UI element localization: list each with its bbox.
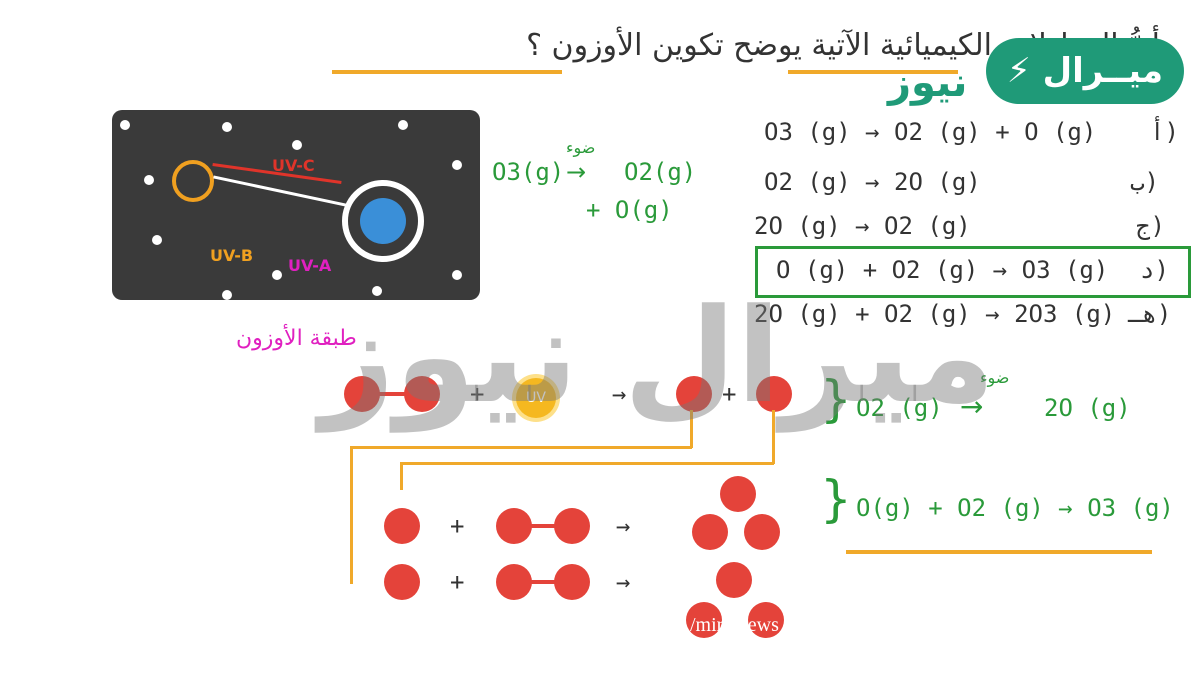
star: [398, 120, 408, 130]
star: [272, 270, 282, 280]
earth-icon: [360, 198, 406, 244]
arrow-icon: →: [566, 158, 587, 186]
arrow-icon: →: [616, 512, 631, 540]
option-equation: O2 (g) → 2O (g): [764, 168, 981, 196]
oxygen-atom: [676, 376, 712, 412]
connector-line: [690, 410, 693, 448]
underline: [846, 550, 1152, 554]
step2-equation: O(g) + O2 (g) → O3 (g): [856, 494, 1174, 522]
star: [452, 270, 462, 280]
star: [222, 290, 232, 300]
option-letter[interactable]: ب): [1130, 168, 1159, 196]
logo-text: ميــرال: [1042, 51, 1164, 91]
space-diagram: UV-C UV-B UV-A: [112, 110, 480, 300]
oxygen-atom: [554, 564, 590, 600]
plus-sign: +: [722, 380, 737, 408]
option-equation: O (g) + O2 (g) → O3 (g): [776, 256, 1109, 284]
ozone-atom: [748, 602, 784, 638]
ozone-layer-ring: [342, 180, 424, 262]
ozone-atom: [744, 514, 780, 550]
step1-left: O2 (g): [856, 394, 943, 422]
double-bond: [370, 392, 410, 396]
highlight-underline: [332, 70, 562, 74]
option-letter[interactable]: أ): [1150, 118, 1179, 146]
star: [152, 235, 162, 245]
connector-line: [350, 446, 692, 449]
lightning-icon: ⚡: [1006, 51, 1031, 91]
star: [222, 122, 232, 132]
option-equation: 2O (g) + O2 (g) → 2O3 (g): [754, 300, 1116, 328]
oxygen-atom: [554, 508, 590, 544]
star: [144, 175, 154, 185]
option-letter[interactable]: ج): [1136, 212, 1165, 240]
photolysis-product: O2(g): [624, 158, 697, 186]
photolysis-reactant: O3(g): [492, 158, 565, 186]
double-bond: [520, 524, 560, 528]
step1-right: 2O (g): [1044, 394, 1131, 422]
highlight-underline: [788, 70, 958, 74]
connector-line: [400, 462, 403, 490]
watermark-url: /miralnews: [690, 614, 779, 636]
ozone-atom: [686, 602, 722, 638]
option-equation: O3 (g) → O2 (g) + O (g): [764, 118, 1097, 146]
light-condition: ضوء: [566, 138, 596, 157]
star: [372, 286, 382, 296]
arrow-icon: →: [616, 568, 631, 596]
correct-answer-box: [755, 246, 1191, 298]
ozone-layer-label: طبقة الأوزون: [236, 326, 357, 351]
option-equation: 2O (g) → O2 (g): [754, 212, 971, 240]
brace: }: [820, 470, 852, 528]
uv-sun-icon: UV: [516, 378, 556, 418]
star: [292, 140, 302, 150]
connector-line: [350, 446, 353, 584]
oxygen-atom: [404, 376, 440, 412]
arrow-icon: →: [960, 390, 984, 423]
uvc-label: UV-C: [272, 156, 315, 175]
connector-line: [400, 462, 774, 465]
uva-label: UV-A: [288, 256, 332, 275]
star: [120, 120, 130, 130]
brace: }: [820, 370, 852, 428]
arrow-icon: →: [612, 380, 627, 408]
oxygen-atom: [384, 508, 420, 544]
light-condition: ضوء: [980, 368, 1010, 387]
oxygen-atom: [756, 376, 792, 412]
plus-sign: +: [470, 380, 485, 408]
plus-sign: +: [450, 512, 465, 540]
sun-icon: [172, 160, 214, 202]
ozone-atom: [692, 514, 728, 550]
star: [452, 160, 462, 170]
ozone-atom: [720, 476, 756, 512]
uvb-label: UV-B: [210, 246, 254, 265]
photolysis-product: + O(g): [586, 196, 673, 224]
double-bond: [520, 580, 560, 584]
watermark: ميرال نيوز: [320, 280, 996, 432]
oxygen-atom: [384, 564, 420, 600]
connector-line: [772, 410, 775, 464]
option-letter[interactable]: د): [1140, 256, 1169, 284]
plus-sign: +: [450, 568, 465, 596]
brand-logo: ميــرال ⚡: [986, 38, 1184, 104]
ozone-atom: [716, 562, 752, 598]
logo-text-secondary: نيوز: [888, 60, 968, 106]
option-letter[interactable]: هـ): [1128, 300, 1172, 328]
